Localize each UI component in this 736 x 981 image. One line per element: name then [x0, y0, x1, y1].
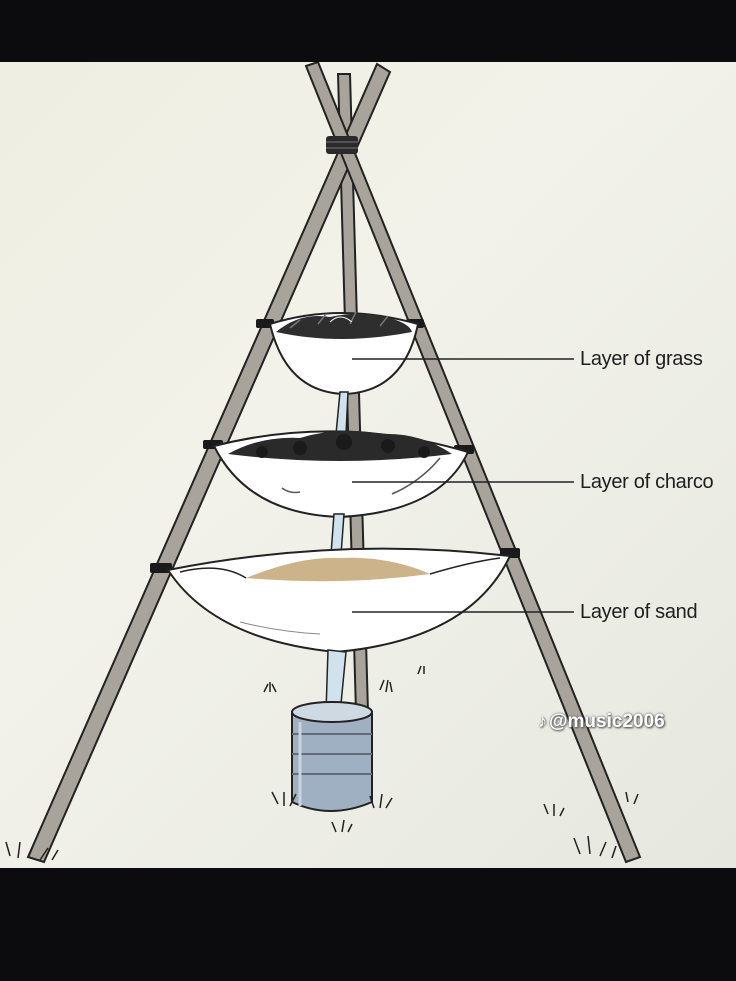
tripod-right-leg — [304, 62, 642, 864]
water-filter-illustration — [5, 62, 642, 864]
top-binding — [326, 136, 358, 154]
grass-tufts — [5, 665, 639, 861]
watermark-handle: @music2006 — [549, 711, 665, 732]
label-leaders — [352, 358, 574, 613]
grass-basket — [268, 311, 420, 396]
grass-layer-label: Layer of grass — [580, 348, 703, 370]
sand-basket — [166, 547, 512, 654]
sand-layer-label: Layer of sand — [580, 601, 698, 623]
drip-1 — [335, 391, 349, 435]
tiktok-note-icon: ♪ — [538, 711, 547, 731]
tin-can — [291, 701, 373, 812]
watermark: ♪@music2006 — [538, 711, 665, 733]
charcoal-layer-label: Layer of charco — [580, 471, 714, 493]
tripod-left-leg — [26, 62, 392, 864]
diagram-frame: Layer of grass Layer of charco Layer of … — [0, 62, 736, 868]
charcoal-basket — [212, 430, 470, 519]
